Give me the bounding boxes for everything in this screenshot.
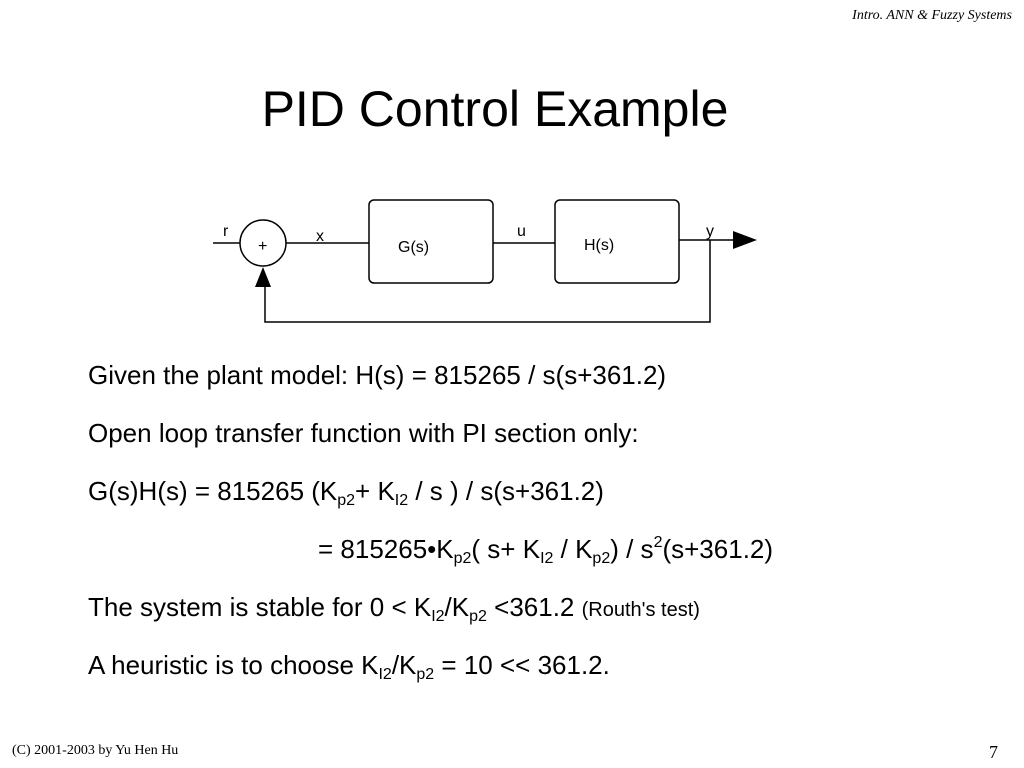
course-header: Intro. ANN & Fuzzy Systems — [852, 8, 1012, 23]
line-transfer-function: G(s)H(s) = 815265 (Kp2+ KI2 / s ) / s(s+… — [88, 476, 604, 509]
text: / K — [553, 534, 593, 564]
line-heuristic: A heuristic is to choose KI2/Kp2 = 10 <<… — [88, 650, 610, 683]
text: = 10 << 361.2. — [434, 650, 610, 680]
subscript: p2 — [592, 550, 611, 567]
label-r: r — [223, 223, 229, 240]
line-open-loop: Open loop transfer function with PI sect… — [88, 418, 639, 448]
text: <361.2 — [486, 592, 582, 622]
feedback-line — [264, 240, 711, 323]
text: + K — [355, 476, 395, 506]
line-stability: The system is stable for 0 < KI2/Kp2 <36… — [88, 592, 700, 625]
routh-note: (Routh's test) — [581, 599, 700, 621]
line-plant-model: Given the plant model: H(s) = 815265 / s… — [88, 360, 667, 390]
text: The system is stable for 0 < K — [88, 592, 432, 622]
text: = 815265•K — [318, 534, 454, 564]
text: /K — [444, 592, 470, 622]
subscript: p2 — [469, 608, 487, 625]
label-y: y — [706, 223, 714, 240]
subscript: I2 — [431, 608, 445, 625]
line-transfer-function-expanded: = 815265•Kp2( s+ KI2 / Kp2) / s2(s+361.2… — [318, 534, 774, 567]
h-block-label: H(s) — [584, 237, 614, 254]
feedback-arrow — [255, 267, 271, 287]
slide-title: PID Control Example — [261, 81, 729, 137]
output-arrow — [733, 231, 757, 249]
superscript: 2 — [653, 534, 663, 551]
g-block — [368, 199, 494, 284]
label-x: x — [316, 228, 324, 245]
text: / s ) / s(s+361.2) — [408, 476, 604, 506]
text: /K — [391, 650, 417, 680]
label-u: u — [517, 223, 526, 240]
subscript: I2 — [540, 550, 554, 567]
text: (s+361.2) — [662, 534, 774, 564]
page-number: 7 — [989, 742, 998, 762]
subscript: I2 — [378, 666, 392, 683]
subscript: p2 — [453, 550, 472, 567]
subscript: I2 — [394, 492, 409, 509]
text: ( s+ K — [471, 534, 541, 564]
h-block — [554, 199, 680, 284]
subscript: p2 — [416, 666, 435, 683]
g-block-label: G(s) — [398, 239, 429, 256]
text: A heuristic is to choose K — [88, 650, 379, 680]
summer-plus: + — [258, 238, 267, 255]
footer-copyright: (C) 2001-2003 by Yu Hen Hu — [12, 743, 179, 758]
text: G(s)H(s) = 815265 (K — [88, 476, 338, 506]
text: ) / s — [610, 534, 654, 564]
subscript: p2 — [337, 492, 356, 509]
